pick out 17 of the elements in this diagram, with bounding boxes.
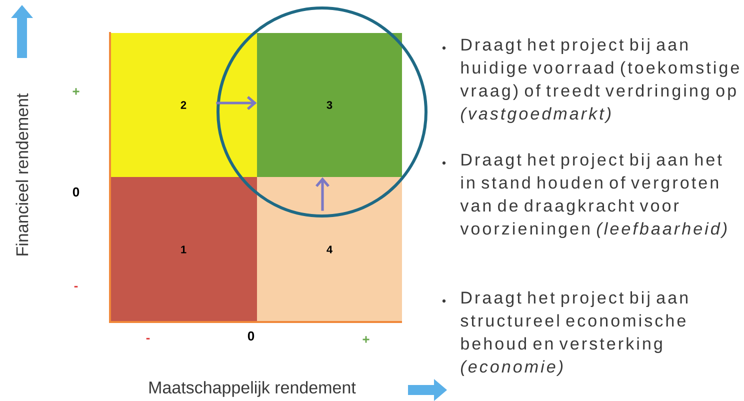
bullet-text: Draagt het project bij aan het in stand houden of vergroten van de draagkracht voor voorzieningen (leefbaarheid) [460,153,727,238]
bullet-text: Draagt het project bij aan huidige voorraad (toekomstige vraag) of treedt verdringing op (vastgoedmarkt) [460,38,739,124]
quadrant-box: 1 [110,177,257,322]
arrow [316,177,330,211]
tick-label: 0 [72,187,80,197]
axis-label: Financieel rendement [16,93,28,256]
quadrant-box: 2 [110,33,257,177]
tick-label: + [362,336,370,343]
arrow [216,96,257,110]
axis-label: Maatschappelijk rendement [149,381,356,397]
quadrant-box: 3 [257,33,402,177]
tick-label: + [72,88,80,95]
tick-label: 0 [248,331,254,341]
quadrant-box: 4 [257,177,402,322]
tick-label: - [146,338,150,340]
tick-label: - [74,286,78,288]
bullet-text: Draagt het project bij aan structureel economische behoud en versterking (economie) [460,291,688,376]
